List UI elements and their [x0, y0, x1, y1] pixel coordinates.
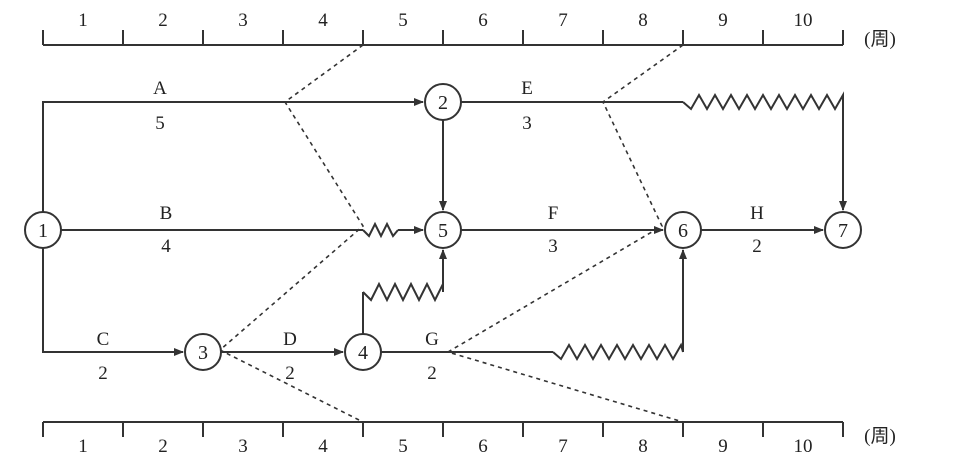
- bottom-scale-week-label: 8: [638, 436, 648, 457]
- dummy-4-5-wavy: [362, 281, 444, 303]
- activity-a-arrow: [42, 98, 424, 212]
- activity-g-duration: 2: [427, 363, 437, 384]
- activity-h-name: H: [750, 203, 764, 224]
- bottom-scale-week-label: 10: [794, 436, 813, 457]
- node-4: 4: [344, 333, 382, 371]
- activity-d-duration: 2: [285, 363, 295, 384]
- activity-f-name: F: [548, 203, 559, 224]
- activity-e-free-float-wavy: [682, 91, 844, 112]
- activity-e-name: E: [521, 78, 533, 99]
- activity-c-duration: 2: [98, 363, 108, 384]
- activity-a-name: A: [153, 78, 167, 99]
- activity-f-duration: 3: [548, 236, 558, 257]
- top-scale-week-label: 5: [398, 10, 408, 31]
- svg-text:6: 6: [678, 220, 688, 242]
- activity-b-duration: 4: [161, 236, 171, 257]
- bottom-time-scale: 1 2 3 4 5 6 7 8 9 10 (周): [42, 421, 896, 457]
- svg-text:7: 7: [838, 220, 848, 242]
- top-scale-week-label: 3: [238, 10, 248, 31]
- bottom-scale-week-label: 2: [158, 436, 168, 457]
- activity-g-free-float-wavy: [552, 342, 684, 362]
- bottom-scale-week-label: 6: [478, 436, 488, 457]
- top-scale-week-label: 1: [78, 10, 88, 31]
- top-scale-week-label: 9: [718, 10, 728, 31]
- bottom-scale-week-label: 5: [398, 436, 408, 457]
- node-5: 5: [424, 211, 462, 249]
- node-3: 3: [184, 333, 222, 371]
- node-7: 7: [824, 211, 862, 249]
- svg-text:2: 2: [438, 92, 448, 114]
- activity-b-name: B: [160, 203, 173, 224]
- activity-g-name: G: [425, 329, 439, 350]
- activity-h-duration: 2: [752, 236, 762, 257]
- top-scale-unit-label: (周): [864, 29, 896, 50]
- bottom-scale-week-label: 1: [78, 436, 88, 457]
- activity-b-free-float-wavy: [362, 221, 399, 239]
- bottom-scale-week-label: 4: [318, 436, 328, 457]
- bottom-scale-week-label: 3: [238, 436, 248, 457]
- svg-text:4: 4: [358, 342, 368, 364]
- progress-check-line-week4: [218, 44, 365, 423]
- node-6: 6: [664, 211, 702, 249]
- activity-e-duration: 3: [522, 113, 532, 134]
- activity-d-name: D: [283, 329, 297, 350]
- top-scale-week-label: 4: [318, 10, 328, 31]
- svg-text:1: 1: [38, 220, 48, 242]
- svg-text:3: 3: [198, 342, 208, 364]
- activity-c-arrow: [42, 248, 184, 356]
- activity-c-name: C: [97, 329, 110, 350]
- bottom-scale-week-label: 7: [558, 436, 568, 457]
- top-scale-week-label: 10: [794, 10, 813, 31]
- top-scale-week-label: 2: [158, 10, 168, 31]
- top-scale-week-label: 7: [558, 10, 568, 31]
- top-time-scale: 1 2 3 4 5 6 7 8 9 10 (周): [42, 10, 896, 50]
- top-scale-week-label: 6: [478, 10, 488, 31]
- svg-text:5: 5: [438, 220, 448, 242]
- bottom-scale-unit-label: (周): [864, 426, 896, 447]
- bottom-scale-week-label: 9: [718, 436, 728, 457]
- node-2: 2: [424, 83, 462, 121]
- top-scale-week-label: 8: [638, 10, 648, 31]
- activity-a-duration: 5: [155, 113, 165, 134]
- node-1: 1: [24, 211, 62, 249]
- progress-check-line-week8: [446, 44, 684, 423]
